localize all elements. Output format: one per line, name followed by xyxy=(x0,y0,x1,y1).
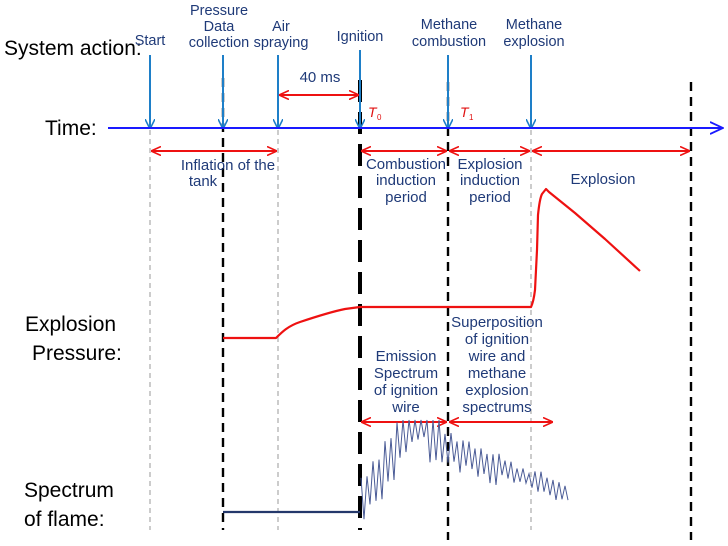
phase-inflation-line2: tank xyxy=(189,173,218,190)
t0-label: T xyxy=(368,104,378,120)
action-methane-combustion-line1: Methane xyxy=(421,17,477,33)
system-actions: Start Pressure Data collection Air spray… xyxy=(135,3,565,51)
phase-superposition-line1: Superposition xyxy=(451,314,543,331)
explosion-pressure-label-1: Explosion xyxy=(25,313,116,336)
phase-arrows xyxy=(152,151,689,422)
phase-explosion-induction-line2: induction xyxy=(460,172,520,189)
action-methane-explosion-line1: Methane xyxy=(506,17,562,33)
action-air-line1: Air xyxy=(272,19,290,35)
spectrum-label-1: Spectrum xyxy=(24,479,114,502)
time-label: Time: xyxy=(45,117,97,140)
system-action-label: System action: xyxy=(4,37,142,60)
spectrum-curve xyxy=(360,419,569,520)
phase-labels: Inflation of the tank Combustion inducti… xyxy=(181,156,636,416)
pressure-curve xyxy=(223,187,641,340)
t0-subscript: 0 xyxy=(377,113,382,122)
action-pressure-line1: Pressure xyxy=(190,3,248,19)
phase-explosion-induction-line3: period xyxy=(469,189,511,206)
phase-explosion-induction-line1: Explosion xyxy=(457,156,522,173)
action-pressure-line3: collection xyxy=(189,35,249,51)
phase-combustion-line2: induction xyxy=(376,172,436,189)
phase-superposition-line6: spectrums xyxy=(462,399,531,416)
action-air-line2: spraying xyxy=(254,35,309,51)
phase-superposition-line4: methane xyxy=(468,365,526,382)
phase-superposition-line2: of ignition xyxy=(465,331,529,348)
phase-superposition-line5: explosion xyxy=(465,382,528,399)
phase-combustion-line1: Combustion xyxy=(366,156,446,173)
phase-superposition-line3: wire and xyxy=(468,348,526,365)
action-arrows xyxy=(150,50,531,128)
thick-guide-lines xyxy=(221,78,693,540)
phase-emission-line4: wire xyxy=(391,399,420,416)
explosion-pressure-label-2: Pressure: xyxy=(32,342,122,365)
phase-explosion-label: Explosion xyxy=(570,171,635,188)
thin-guide-lines xyxy=(149,130,532,530)
action-start: Start xyxy=(135,33,166,49)
phase-emission-line2: Spectrum xyxy=(374,365,438,382)
interval-label: 40 ms xyxy=(300,69,341,86)
t1-label: T xyxy=(460,104,470,120)
action-pressure-line2: Data xyxy=(204,19,236,35)
phase-emission-line3: of ignition xyxy=(374,382,438,399)
action-methane-explosion-line2: explosion xyxy=(503,34,564,50)
t1-subscript: 1 xyxy=(469,113,474,122)
phase-combustion-line3: period xyxy=(385,189,427,206)
spectrum-label-2: of flame: xyxy=(24,508,105,531)
phase-emission-line1: Emission xyxy=(376,348,437,365)
action-ignition: Ignition xyxy=(337,29,384,45)
action-methane-combustion-line2: combustion xyxy=(412,34,486,50)
phase-inflation-line1: Inflation of the xyxy=(181,157,275,174)
